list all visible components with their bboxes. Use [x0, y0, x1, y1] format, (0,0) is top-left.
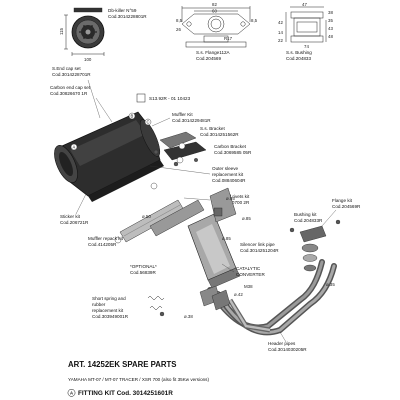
- optional-code: Cod.56839R: [130, 270, 156, 275]
- spare-parts-title: ART. 14252EK SPARE PARTS: [68, 360, 176, 369]
- end-cap-label: S.End cap set: [52, 66, 81, 71]
- muffler-kit-code: Cod.3014229481R: [172, 118, 211, 123]
- callout-markers: [70, 112, 186, 244]
- springs-code: Cod.303949001R: [92, 314, 129, 319]
- db-killer-label: Db-killer N°59: [108, 8, 137, 13]
- header-pipes-code: Cod.3014030205R: [268, 347, 307, 352]
- bushing-d35-dim: 35: [328, 18, 333, 23]
- catalytic-label-2: CONVERTER: [236, 272, 265, 277]
- bushing-label: S.s. Bushing: [286, 50, 312, 55]
- bushing-drawing: [285, 6, 327, 43]
- ss-bracket-label: S.s. Bracket: [200, 126, 225, 131]
- flange-kit-label: Flange kit: [332, 198, 353, 203]
- db-killer-drawing: [64, 7, 105, 56]
- outer-sleeve-label-2: replacement kit: [212, 172, 244, 177]
- end-cap-code: Cod.3014228701R: [52, 72, 91, 77]
- spring-parts: [147, 296, 165, 317]
- bolts-rivets-label: Bolts and rivets kit: [212, 194, 250, 199]
- catalytic-label-1: CATALYTIC: [236, 266, 261, 271]
- carbon-bracket-label: Carbon Bracket: [214, 144, 247, 149]
- flange-inner-dim: 60: [212, 9, 217, 14]
- dbk-height-dim: 115: [59, 27, 64, 35]
- outer-sleeve-code: Cod.08840604R: [212, 178, 246, 183]
- repack-kit-code: Cod.414205R: [88, 242, 117, 247]
- callout-a: A: [73, 145, 76, 150]
- outer-sleeve-label: Outer sleeve: [212, 166, 238, 171]
- silencer-link-label: Silencer link pipe: [240, 242, 275, 247]
- silencer-link-code: Cod.3014251204R: [240, 248, 279, 253]
- diam-38: ø.38: [184, 314, 193, 319]
- flange-hole-left-dim: 8,5: [176, 18, 183, 23]
- bushing-d48-dim: 48: [328, 34, 333, 39]
- flange-kit-parts: [289, 219, 341, 272]
- bushing-kit-code: Cod.204833R: [294, 218, 323, 223]
- diam-85-1: ø.85: [226, 196, 235, 201]
- muffler-canister: [54, 111, 164, 202]
- fitting-kit-marker: [67, 388, 76, 397]
- flange-kit-code: Cod.204569R: [332, 204, 361, 209]
- dbk-width-dim: 100: [84, 57, 92, 62]
- header-pipes: [199, 259, 337, 336]
- sticker-kit-code: Cod.206721R: [60, 220, 89, 225]
- optional-label: *OPTIONAL*: [130, 264, 157, 269]
- db-killer-code: Cod.3014228801R: [108, 14, 147, 19]
- flange-112a-label: S.s. Flange112A: [196, 50, 231, 55]
- diam-35: ø.35: [326, 282, 335, 287]
- flange-height-dim: 26: [176, 27, 181, 32]
- callout-b: B: [131, 114, 134, 119]
- carbon-bracket-code: Cod.3069585 05R: [214, 150, 252, 155]
- flange-hole-right-dim: 8,5: [251, 18, 258, 23]
- springs-label-1: Short spring and: [92, 296, 126, 301]
- muffler-inner-pipe: [119, 199, 205, 243]
- diam-50: ø.50: [142, 214, 151, 219]
- springs-label-3: replacement kit: [92, 308, 124, 313]
- models-line: YAMAHA MT-07 / MT-07 TRACER / XSR 700 (a…: [68, 377, 209, 382]
- sticker-kit-label: Sticker kit: [60, 214, 81, 219]
- bushing-code: Cod.204833: [286, 56, 311, 61]
- diam-42: ø.42: [234, 292, 243, 297]
- diam-85-2: ø.85: [242, 216, 251, 221]
- repack-kit-label: Muffler repack kit: [88, 236, 124, 241]
- bushing-14-dim: 14: [278, 30, 283, 35]
- diam-85-3: ø.85: [222, 236, 231, 241]
- bushing-d38-dim: 38: [328, 10, 333, 15]
- bushing-d47-dim: 47: [302, 2, 307, 7]
- flange-112a-drawing: [181, 6, 251, 48]
- header-pipes-label: Header pipes: [268, 341, 296, 346]
- bushing-d43-dim: 43: [328, 26, 333, 31]
- bushing-42-dim: 42: [278, 20, 283, 25]
- ss-bracket-code: Cod.3014251562R: [200, 132, 239, 137]
- carbon-cap-code: Cod.30826670 1R: [50, 91, 88, 96]
- bushing-22-dim: 22: [278, 38, 283, 43]
- callout-c: C: [147, 120, 150, 125]
- flange-112a-code: Cod.204569: [196, 56, 221, 61]
- bracket-parts: [153, 131, 207, 167]
- flange-total-dim: 82: [212, 2, 217, 7]
- m38-dim: M38: [244, 284, 253, 289]
- bushing-kit-label: Bushing kit: [294, 212, 317, 217]
- flange-r-dim: R17: [224, 36, 233, 41]
- springs-label-2: rubber: [92, 302, 106, 307]
- bushing-74-dim: 74: [304, 44, 309, 49]
- fitting-kit-marker-letter: A: [70, 390, 73, 395]
- catalytic-converter: [187, 187, 241, 289]
- fitting-kit-line: FITTING KIT Cod. 3014251601R: [78, 390, 173, 397]
- muffler-kit-label: Muffler Kit: [172, 112, 193, 117]
- carbon-cap-label: Carbon end cap set: [50, 85, 91, 90]
- flange-code-label: S13.92R - 01 10423: [149, 96, 191, 101]
